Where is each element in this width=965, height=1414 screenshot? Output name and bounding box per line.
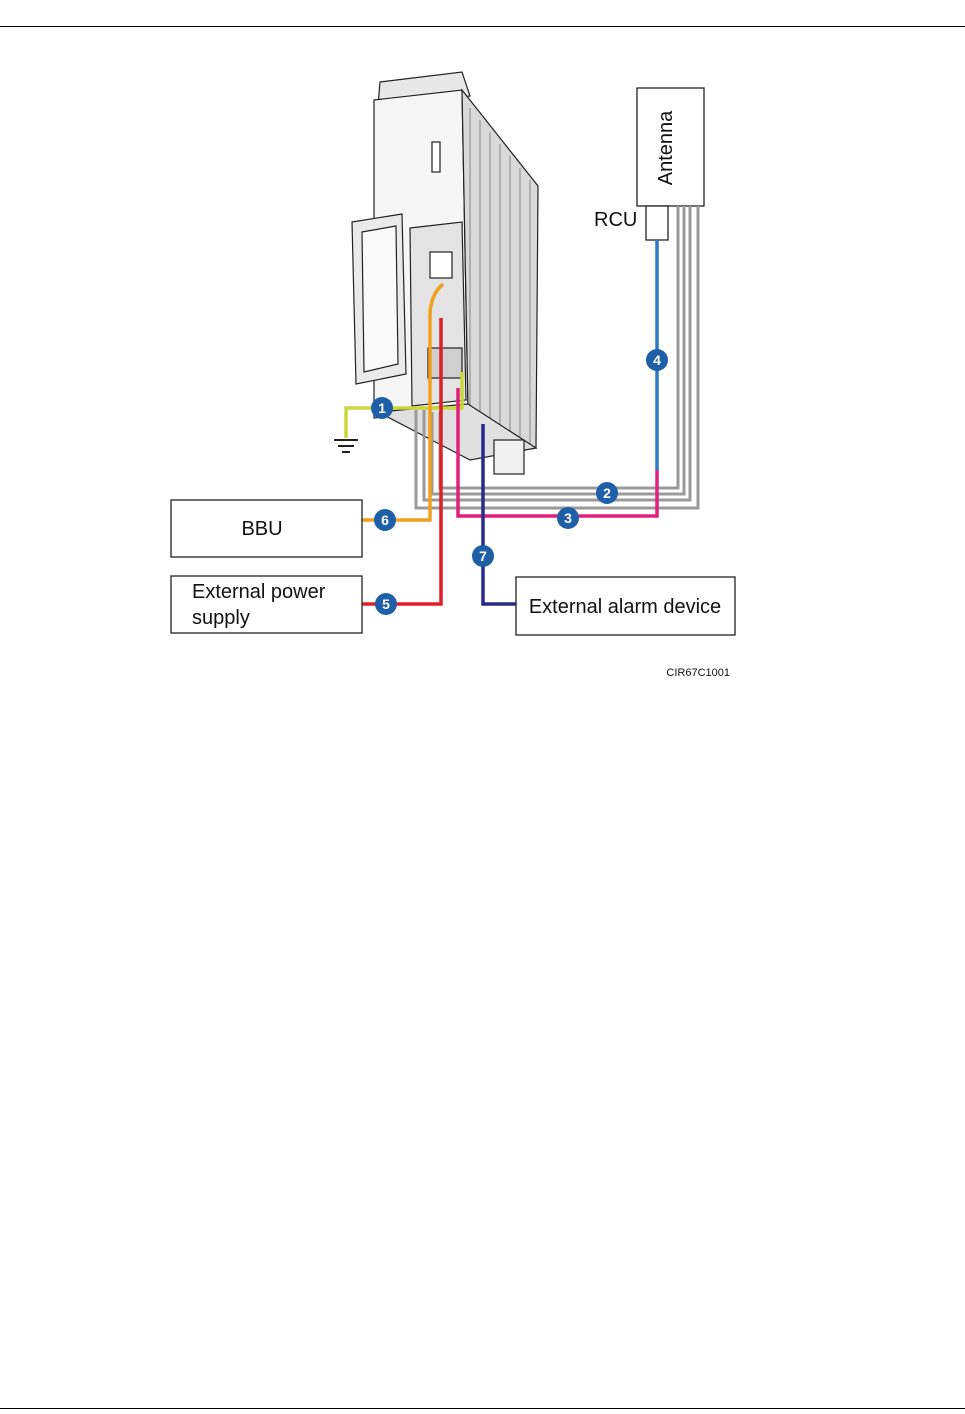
rcu-box (646, 206, 668, 240)
callout-4: 4 (646, 349, 668, 371)
power-label-line1: External power (192, 581, 326, 603)
svg-text:1: 1 (378, 400, 386, 416)
antenna-assembly: Antenna RCU (594, 88, 704, 240)
svg-text:3: 3 (564, 510, 572, 526)
callout-7: 7 (472, 545, 494, 567)
svg-text:7: 7 (479, 548, 487, 564)
callout-3: 3 (557, 507, 579, 529)
callout-5: 5 (375, 593, 397, 615)
alarm-label: External alarm device (529, 596, 721, 618)
external-alarm-block: External alarm device (516, 577, 735, 635)
power-label-line2: supply (192, 607, 250, 629)
svg-text:6: 6 (381, 512, 389, 528)
bbu-label: BBU (241, 518, 282, 540)
cable-connection-diagram: Antenna RCU BBU External power supply Ex (0, 0, 965, 720)
external-power-block: External power supply (171, 576, 362, 633)
figure-code: CIR67C1001 (666, 667, 730, 679)
svg-text:2: 2 (603, 485, 611, 501)
svg-text:4: 4 (653, 352, 661, 368)
callout-6: 6 (374, 509, 396, 531)
rcu-label: RCU (594, 209, 637, 231)
ground-symbol (334, 440, 358, 452)
antenna-label: Antenna (655, 110, 677, 185)
footer-rule (0, 1408, 965, 1409)
callout-2: 2 (596, 482, 618, 504)
bbu-block: BBU (171, 500, 362, 557)
callout-1: 1 (371, 397, 393, 419)
svg-text:5: 5 (382, 596, 390, 612)
